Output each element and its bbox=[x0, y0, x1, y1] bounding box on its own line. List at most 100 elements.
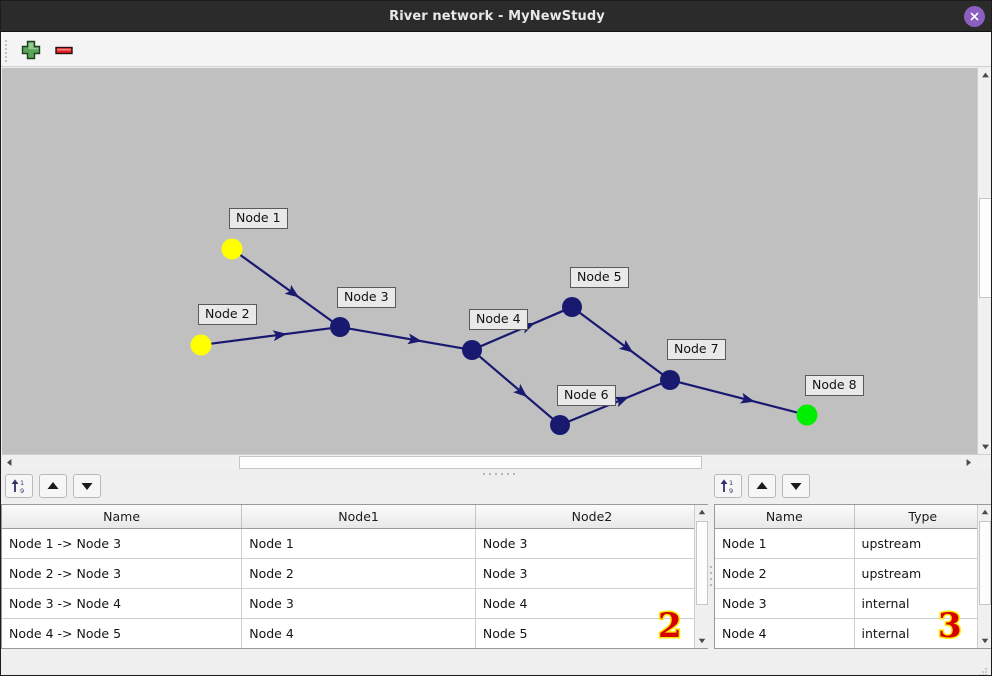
graph-node[interactable] bbox=[330, 317, 350, 337]
table-cell[interactable]: Node 4 bbox=[715, 618, 855, 648]
graph-node-label[interactable]: Node 5 bbox=[570, 267, 629, 288]
table-cell[interactable]: Node 3 bbox=[475, 528, 708, 559]
column-header[interactable]: Name bbox=[715, 505, 855, 529]
table-row-empty[interactable] bbox=[2, 648, 708, 649]
nodes-vertical-scrollbar[interactable] bbox=[977, 505, 991, 648]
graph-node[interactable] bbox=[660, 370, 680, 390]
table-row-empty[interactable] bbox=[715, 648, 991, 649]
table-cell[interactable]: upstream bbox=[854, 558, 991, 589]
graph-node-label[interactable]: Node 1 bbox=[229, 208, 288, 229]
links-move-up-button[interactable] bbox=[39, 474, 67, 498]
network-graph-panel[interactable]: Node 1 Node 2 Node 3 Node 4 Node 5 Node 6 Node… bbox=[2, 68, 991, 469]
scroll-right-button[interactable] bbox=[961, 455, 976, 469]
graph-horizontal-scrollbar[interactable] bbox=[2, 454, 991, 469]
graph-node-label[interactable]: Node 6 bbox=[557, 385, 616, 406]
links-vertical-scrollbar[interactable] bbox=[694, 505, 708, 648]
graph-node[interactable] bbox=[550, 415, 570, 435]
table-cell[interactable]: Node 4 -> Node 5 bbox=[2, 618, 243, 648]
graph-vertical-scrollbar[interactable] bbox=[977, 68, 991, 454]
graph-vscroll-thumb[interactable] bbox=[979, 198, 991, 298]
column-header[interactable]: Node2 bbox=[475, 505, 708, 529]
graph-edge[interactable] bbox=[678, 381, 799, 414]
table-cell[interactable]: Node 2 -> Node 3 bbox=[2, 558, 243, 589]
triangle-up-icon bbox=[756, 482, 768, 489]
nodes-scroll-up-button[interactable] bbox=[978, 505, 991, 520]
graph-edge[interactable] bbox=[209, 327, 332, 345]
table-cell[interactable]: Node 2 bbox=[241, 558, 476, 589]
window-resize-grip[interactable] bbox=[978, 662, 988, 675]
graph-node[interactable] bbox=[221, 238, 243, 260]
edge-arrow-icon bbox=[613, 396, 629, 408]
table-cell[interactable]: Node 5 bbox=[475, 618, 708, 648]
nodes-vscroll-thumb[interactable] bbox=[979, 521, 991, 605]
nodes-sort-button[interactable]: 1 9 bbox=[714, 474, 742, 498]
table-cell[interactable]: Node 3 -> Node 4 bbox=[2, 588, 243, 619]
table-cell[interactable]: internal bbox=[854, 588, 991, 619]
scroll-down-button[interactable] bbox=[978, 439, 991, 454]
table-cell[interactable] bbox=[2, 648, 242, 649]
table-cell[interactable] bbox=[715, 648, 854, 649]
graph-node[interactable] bbox=[562, 297, 582, 317]
column-header[interactable]: Name bbox=[2, 505, 243, 529]
links-scroll-up-button[interactable] bbox=[695, 505, 708, 520]
column-header[interactable]: Node1 bbox=[241, 505, 476, 529]
graph-node-label[interactable]: Node 8 bbox=[805, 375, 864, 396]
table-cell[interactable]: upstream bbox=[854, 528, 991, 559]
graph-edge[interactable] bbox=[348, 327, 464, 350]
nodes-move-down-button[interactable] bbox=[782, 474, 810, 498]
links-scroll-down-button[interactable] bbox=[695, 633, 708, 648]
graph-hscroll-thumb[interactable] bbox=[239, 456, 702, 469]
svg-text:9: 9 bbox=[20, 487, 24, 495]
graph-edge[interactable] bbox=[478, 355, 554, 420]
graph-node[interactable] bbox=[190, 334, 212, 356]
tables-splitter[interactable] bbox=[708, 504, 714, 649]
graph-node[interactable] bbox=[796, 404, 818, 426]
toolbar-grip[interactable] bbox=[5, 38, 9, 62]
graph-edge[interactable] bbox=[238, 253, 334, 323]
scroll-left-button[interactable] bbox=[2, 455, 17, 469]
table-cell[interactable]: Node 3 bbox=[241, 588, 476, 619]
edge-arrow-icon bbox=[272, 330, 288, 342]
table-cell[interactable]: Node 2 bbox=[715, 558, 855, 589]
close-icon[interactable] bbox=[964, 6, 985, 27]
links-sort-button[interactable]: 1 9 bbox=[5, 474, 33, 498]
table-cell[interactable]: Node 1 -> Node 3 bbox=[2, 528, 243, 559]
network-graph-canvas[interactable]: Node 1 Node 2 Node 3 Node 4 Node 5 Node 6 Node… bbox=[2, 68, 977, 453]
graph-node-label[interactable]: Node 7 bbox=[667, 339, 726, 360]
table-cell[interactable] bbox=[475, 648, 708, 649]
add-node-button[interactable] bbox=[18, 37, 44, 63]
table-cell[interactable]: Node 4 bbox=[241, 618, 476, 648]
table-cell[interactable]: Node 3 bbox=[475, 558, 708, 589]
graph-node-label[interactable]: Node 4 bbox=[469, 309, 528, 330]
graph-node-label[interactable]: Node 2 bbox=[198, 304, 257, 325]
scroll-up-button[interactable] bbox=[978, 68, 991, 83]
graph-node-label[interactable]: Node 3 bbox=[337, 287, 396, 308]
table-cell[interactable] bbox=[854, 648, 991, 649]
table-cell[interactable]: Node 3 bbox=[715, 588, 855, 619]
remove-node-button[interactable] bbox=[51, 37, 77, 63]
nodes-scroll-down-button[interactable] bbox=[978, 633, 991, 648]
table-cell[interactable]: Node 1 bbox=[241, 528, 476, 559]
table-cell[interactable]: internal bbox=[854, 618, 991, 648]
table-cell[interactable] bbox=[242, 648, 476, 649]
graph-node[interactable] bbox=[462, 340, 482, 360]
table-cell[interactable]: Node 1 bbox=[715, 528, 855, 559]
graph-tables-splitter[interactable] bbox=[2, 470, 991, 478]
nodes-move-up-button[interactable] bbox=[748, 474, 776, 498]
table-cell[interactable]: Node 4 bbox=[475, 588, 708, 619]
graph-edge[interactable] bbox=[578, 311, 664, 376]
links-vscroll-thumb[interactable] bbox=[696, 521, 708, 605]
column-header[interactable]: Type bbox=[854, 505, 991, 529]
triangle-right-icon bbox=[966, 459, 971, 466]
links-move-down-button[interactable] bbox=[73, 474, 101, 498]
